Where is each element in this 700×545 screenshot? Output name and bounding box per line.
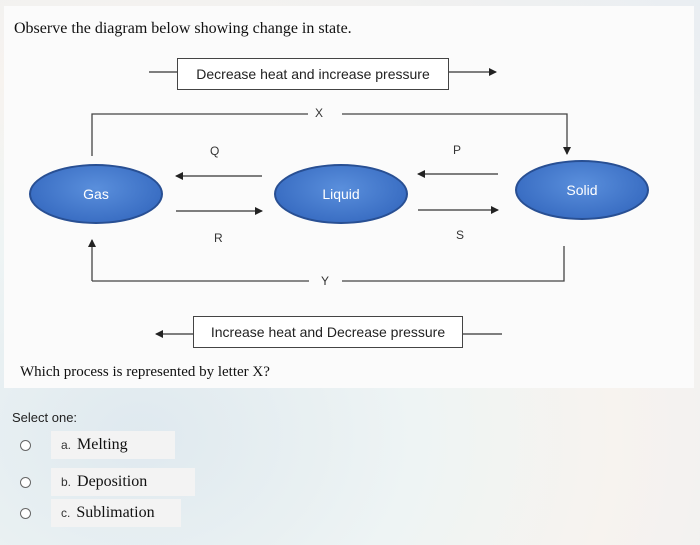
option-a-text: Melting <box>77 436 128 453</box>
select-one-label: Select one: <box>12 410 78 425</box>
option-b-letter: b. <box>61 475 72 489</box>
option-c[interactable]: c. Sublimation <box>20 499 181 527</box>
option-b-text: Deposition <box>77 473 148 490</box>
x-bracket-left <box>91 113 308 156</box>
label-s: S <box>456 228 465 242</box>
label-r: R <box>214 231 223 245</box>
option-a-card[interactable]: a. Melting <box>51 431 175 459</box>
option-b[interactable]: b. Deposition <box>20 468 195 496</box>
option-a-radio[interactable] <box>20 439 31 451</box>
question-intro: Observe the diagram below showing change… <box>14 20 352 37</box>
x-bracket-right <box>342 113 571 155</box>
question-panel: Observe the diagram below showing change… <box>4 6 694 388</box>
option-c-card[interactable]: c. Sublimation <box>51 499 181 527</box>
label-q: Q <box>210 144 220 158</box>
solid-ellipse: Solid <box>515 160 649 220</box>
option-c-radio[interactable] <box>20 507 31 519</box>
option-b-radio[interactable] <box>20 476 31 488</box>
label-p: P <box>453 143 462 157</box>
label-y: Y <box>321 274 330 288</box>
bottom-condition-box: Increase heat and Decrease pressure <box>193 316 463 348</box>
option-b-card[interactable]: b. Deposition <box>51 468 195 496</box>
gas-ellipse: Gas <box>29 164 163 224</box>
label-x: X <box>315 106 324 120</box>
y-bracket-right <box>342 246 565 282</box>
option-c-text: Sublimation <box>76 504 155 521</box>
option-a[interactable]: a. Melting <box>20 431 175 459</box>
diagram-arrows <box>88 68 571 338</box>
option-a-letter: a. <box>61 438 72 452</box>
top-condition-box: Decrease heat and increase pressure <box>177 58 449 90</box>
option-c-letter: c. <box>61 506 71 520</box>
liquid-ellipse: Liquid <box>274 164 408 224</box>
question-prompt: Which process is represented by letter X… <box>20 364 270 380</box>
